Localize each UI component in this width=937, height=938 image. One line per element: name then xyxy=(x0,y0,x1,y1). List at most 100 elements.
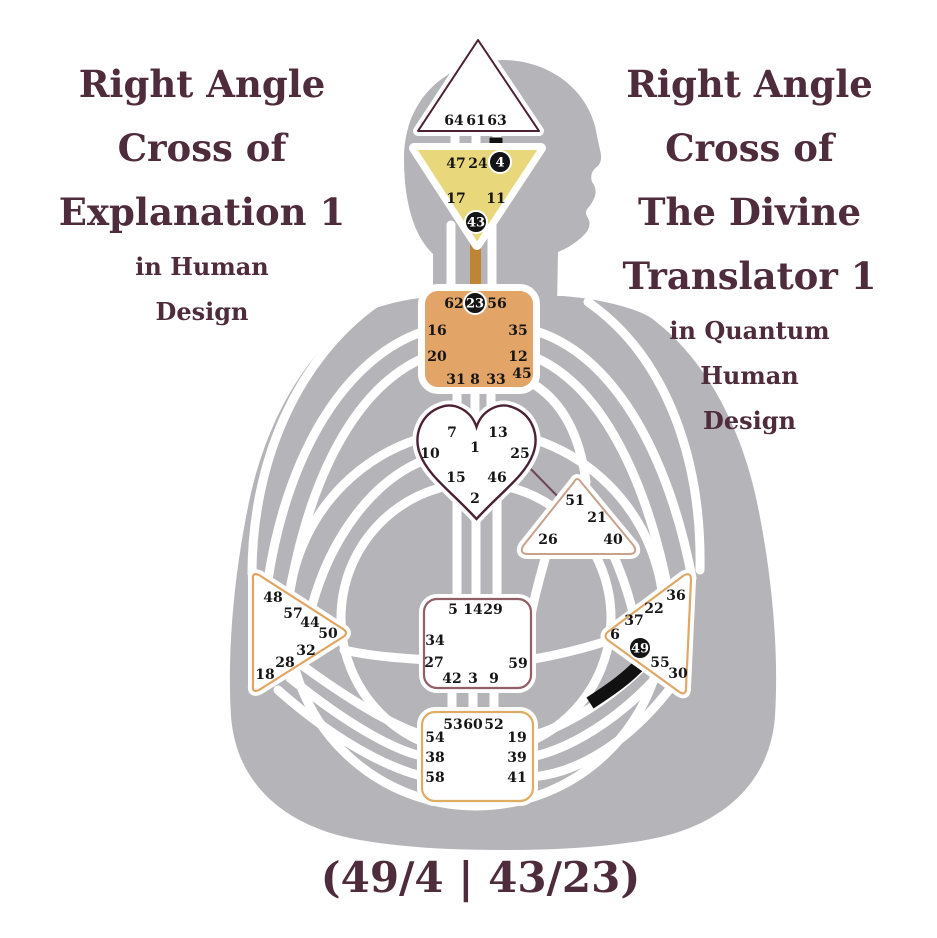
channel xyxy=(527,325,697,583)
subtitle-line: in Quantum xyxy=(669,316,830,345)
channel xyxy=(298,661,431,741)
channel xyxy=(285,673,431,762)
channel xyxy=(527,351,675,605)
gate-35: 35 xyxy=(508,323,527,339)
gate-60: 60 xyxy=(463,717,483,733)
gate-59: 59 xyxy=(508,656,527,672)
gate-7: 7 xyxy=(447,425,457,441)
gate-11: 11 xyxy=(486,191,505,207)
gate-49: 49 xyxy=(631,642,649,657)
centers-layer xyxy=(247,35,696,806)
title-line: Cross of xyxy=(117,126,287,170)
gate-3: 3 xyxy=(468,671,478,687)
channel xyxy=(273,685,431,782)
gate-15: 15 xyxy=(446,470,465,486)
gate-39: 39 xyxy=(507,750,526,766)
channel xyxy=(307,453,435,611)
gate-13: 13 xyxy=(488,425,507,441)
channel xyxy=(523,635,615,665)
gate-25: 25 xyxy=(510,446,529,462)
gate-17: 17 xyxy=(446,191,465,207)
gate-61: 61 xyxy=(466,113,485,129)
gate-18: 18 xyxy=(255,667,274,683)
gate-37: 37 xyxy=(624,613,643,629)
gate-33: 33 xyxy=(486,372,505,388)
channel xyxy=(263,325,433,585)
subtitle-line: Human xyxy=(700,361,799,390)
center-ego xyxy=(520,478,637,555)
channel xyxy=(583,297,705,575)
gate-38: 38 xyxy=(425,750,444,766)
gate-24: 24 xyxy=(468,156,488,172)
gate-46: 46 xyxy=(487,470,506,486)
gate-32: 32 xyxy=(296,643,315,659)
center-sacral xyxy=(422,597,533,690)
gate-28: 28 xyxy=(275,655,294,671)
gate-56: 56 xyxy=(487,296,506,312)
gate-53: 53 xyxy=(443,717,462,733)
gate-48: 48 xyxy=(263,590,282,606)
gate-50: 50 xyxy=(318,626,338,642)
gate-29: 29 xyxy=(483,602,502,618)
gate-30: 30 xyxy=(668,666,688,682)
gate-14: 14 xyxy=(463,602,483,618)
gate-19: 19 xyxy=(507,730,526,746)
gate-20: 20 xyxy=(427,349,447,365)
gate-27: 27 xyxy=(424,655,443,671)
channel xyxy=(247,297,382,579)
center-head xyxy=(417,39,540,132)
profile-label: (49/4 | 43/23) xyxy=(320,853,641,902)
channel xyxy=(526,677,680,782)
gate-40: 40 xyxy=(603,532,623,548)
title-line: Translator 1 xyxy=(622,254,877,298)
gate-36: 36 xyxy=(666,588,685,604)
channel xyxy=(283,351,433,607)
gate-26: 26 xyxy=(538,532,557,548)
title-line: The Divine xyxy=(638,190,861,234)
gate-23: 23 xyxy=(466,297,484,312)
subtitle-line: in Human xyxy=(135,252,269,281)
gate-4-disc xyxy=(488,150,512,174)
center-spleen xyxy=(251,573,348,692)
gate-57: 57 xyxy=(283,606,302,622)
gate-1: 1 xyxy=(470,440,480,456)
gate-58: 58 xyxy=(425,770,444,786)
gate-44: 44 xyxy=(300,615,320,631)
gate-42: 42 xyxy=(442,671,461,687)
gate-51: 51 xyxy=(565,493,584,509)
title-line: Right Angle xyxy=(626,62,873,106)
title-line: Explanation 1 xyxy=(58,190,346,234)
gate-21: 21 xyxy=(587,510,606,526)
gate-43: 43 xyxy=(467,216,485,231)
title-line: Cross of xyxy=(665,126,834,170)
channel xyxy=(526,665,668,762)
gate-23-disc xyxy=(463,291,487,315)
gate-6: 6 xyxy=(610,627,620,643)
gate-16: 16 xyxy=(427,323,446,339)
gate-49-disc xyxy=(628,636,652,660)
gate-5: 5 xyxy=(448,602,458,618)
gate-4: 4 xyxy=(495,156,504,171)
subtitle-line: Design xyxy=(155,297,249,326)
gate-47: 47 xyxy=(446,156,465,172)
gate-52: 52 xyxy=(484,717,503,733)
gate-41: 41 xyxy=(507,770,526,786)
gate-62: 62 xyxy=(444,296,463,312)
title-line: Right Angle xyxy=(78,62,326,106)
center-throat xyxy=(421,287,537,391)
center-root xyxy=(420,710,535,803)
gate-9: 9 xyxy=(489,671,499,687)
gate-34: 34 xyxy=(425,633,445,649)
gate-55: 55 xyxy=(650,655,669,671)
gate-45: 45 xyxy=(512,366,531,382)
gate-8: 8 xyxy=(470,372,480,388)
